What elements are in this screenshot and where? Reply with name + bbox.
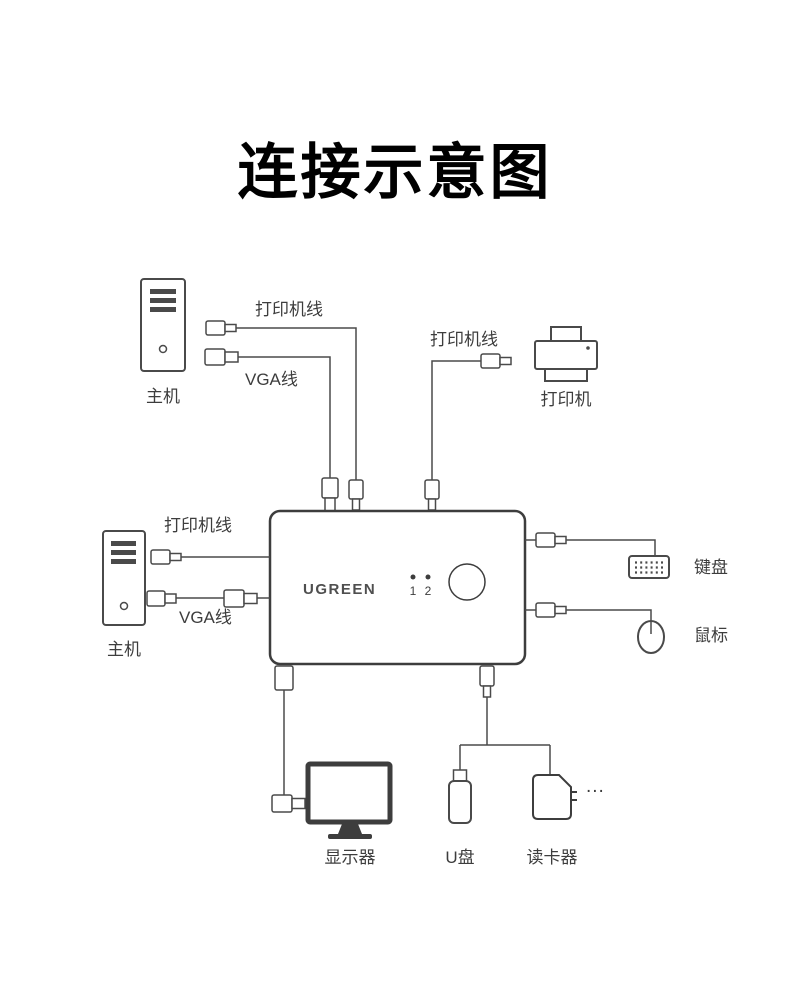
vga-plug-icon bbox=[321, 477, 339, 512]
kvm-switch-button bbox=[448, 563, 486, 601]
usb-drive-label: U盘 bbox=[445, 848, 475, 867]
monitor-cable bbox=[271, 665, 306, 813]
vga-plug-icon bbox=[223, 589, 258, 608]
vga-plug-icon bbox=[271, 794, 306, 813]
page-title: 连接示意图 bbox=[237, 139, 553, 206]
usb-plug-icon bbox=[535, 532, 567, 548]
vga-cable-left bbox=[146, 589, 270, 608]
usb-plug-icon bbox=[480, 353, 512, 369]
port-indicator-dot-2 bbox=[425, 574, 431, 580]
mouse-label: 鼠标 bbox=[694, 626, 728, 645]
monitor-label: 显示器 bbox=[324, 848, 376, 867]
usb-devices-cable bbox=[459, 665, 551, 775]
usb-plug-icon bbox=[479, 665, 495, 698]
printer-cable-right-label: 打印机线 bbox=[430, 330, 498, 349]
more-devices-label: ... bbox=[586, 776, 605, 797]
vga-cable-left-label: VGA线 bbox=[179, 608, 232, 627]
printer-cable-right bbox=[424, 353, 512, 511]
keyboard-icon bbox=[628, 555, 670, 579]
port-indicator-dot-1 bbox=[410, 574, 416, 580]
card-reader-label: 读卡器 bbox=[526, 848, 578, 867]
vga-plug-icon bbox=[204, 348, 239, 366]
vga-cable-top bbox=[204, 348, 339, 512]
mouse-icon bbox=[637, 620, 665, 654]
keyboard-label: 键盘 bbox=[694, 558, 728, 577]
port-indicator-2: 2 bbox=[424, 584, 432, 598]
printer-label: 打印机 bbox=[540, 390, 592, 409]
mouse-cable bbox=[525, 602, 652, 621]
usb-plug-icon bbox=[150, 549, 182, 565]
printer-cable-top-label: 打印机线 bbox=[255, 300, 323, 319]
kvm-brand-text: UGREEN bbox=[303, 581, 377, 598]
usb-plug-icon bbox=[535, 602, 567, 618]
vga-plug-icon bbox=[274, 665, 294, 691]
usb-plug-icon bbox=[348, 479, 364, 511]
printer-cable-left-label: 打印机线 bbox=[164, 516, 232, 535]
port-indicator-1: 1 bbox=[409, 584, 417, 598]
host-left-label: 主机 bbox=[107, 640, 141, 659]
card-reader-icon bbox=[532, 774, 577, 820]
vga-cable-top-label: VGA线 bbox=[245, 370, 298, 389]
usb-plug-icon bbox=[205, 320, 237, 336]
vga-plug-icon bbox=[146, 590, 177, 607]
host-tower-left-icon bbox=[102, 530, 146, 626]
keyboard-cable bbox=[525, 532, 656, 556]
monitor-icon bbox=[305, 761, 393, 839]
printer-icon bbox=[534, 326, 598, 382]
host-top-label: 主机 bbox=[146, 387, 180, 406]
printer-cable-top bbox=[205, 320, 364, 511]
usb-drive-icon bbox=[448, 769, 472, 824]
host-tower-top-icon bbox=[140, 278, 186, 372]
printer-cable-left bbox=[150, 549, 270, 565]
kvm-switch-box bbox=[268, 509, 527, 666]
usb-plug-icon bbox=[424, 479, 440, 511]
